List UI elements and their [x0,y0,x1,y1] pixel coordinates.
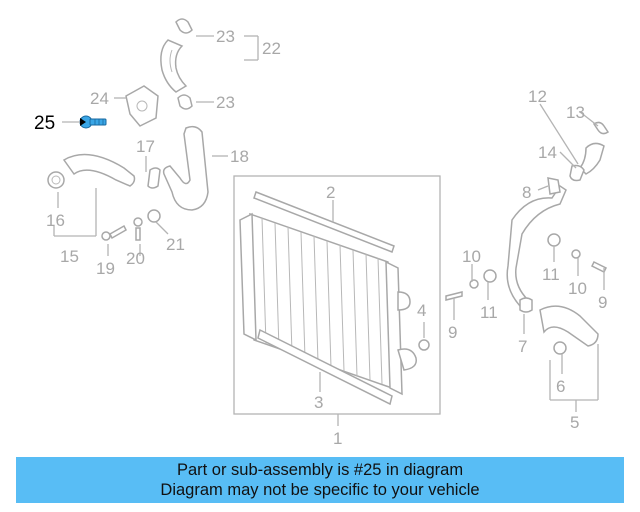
caption-banner: Part or sub-assembly is #25 in diagram D… [16,457,624,503]
callout-17: 17 [136,137,155,156]
callout-18: 18 [230,147,249,166]
intercooler-assembly [233,175,441,415]
callout-3: 3 [314,393,323,412]
callout-9b: 9 [598,293,607,312]
callout-25-highlighted: 25 [34,113,55,134]
callout-7: 7 [518,337,527,356]
callout-2: 2 [326,183,335,202]
upper-hose-parts [47,18,209,241]
callout-21: 21 [166,235,185,254]
caption-line-2: Diagram may not be specific to your vehi… [160,481,480,499]
caption-line-1: Part or sub-assembly is #25 in diagram [176,461,464,479]
leader-lines [53,35,605,426]
callout-9a: 9 [448,323,457,342]
callout-24: 24 [90,89,109,108]
callout-10a: 10 [462,247,481,266]
callout-labels: 1 2 3 4 5 6 7 8 9 9 10 10 11 11 12 13 14… [34,27,607,448]
callout-16: 16 [46,211,65,230]
callout-14: 14 [538,143,557,162]
callout-12: 12 [528,87,547,106]
callout-23b: 23 [216,93,235,112]
callout-15: 15 [60,247,79,266]
callout-13: 13 [566,103,585,122]
callout-11a: 11 [480,303,498,322]
callout-10b: 10 [568,279,587,298]
callout-4: 4 [417,301,426,320]
callout-6: 6 [556,377,565,396]
callout-11b: 11 [542,265,560,284]
callout-8: 8 [522,183,531,202]
callout-1: 1 [333,429,342,448]
right-hose-parts [445,121,610,355]
callout-5: 5 [570,413,579,432]
callout-20: 20 [126,249,145,268]
callout-19: 19 [96,259,115,278]
bolt-25-icon [79,115,107,129]
callout-22: 22 [262,39,281,58]
callout-23a: 23 [216,27,235,46]
